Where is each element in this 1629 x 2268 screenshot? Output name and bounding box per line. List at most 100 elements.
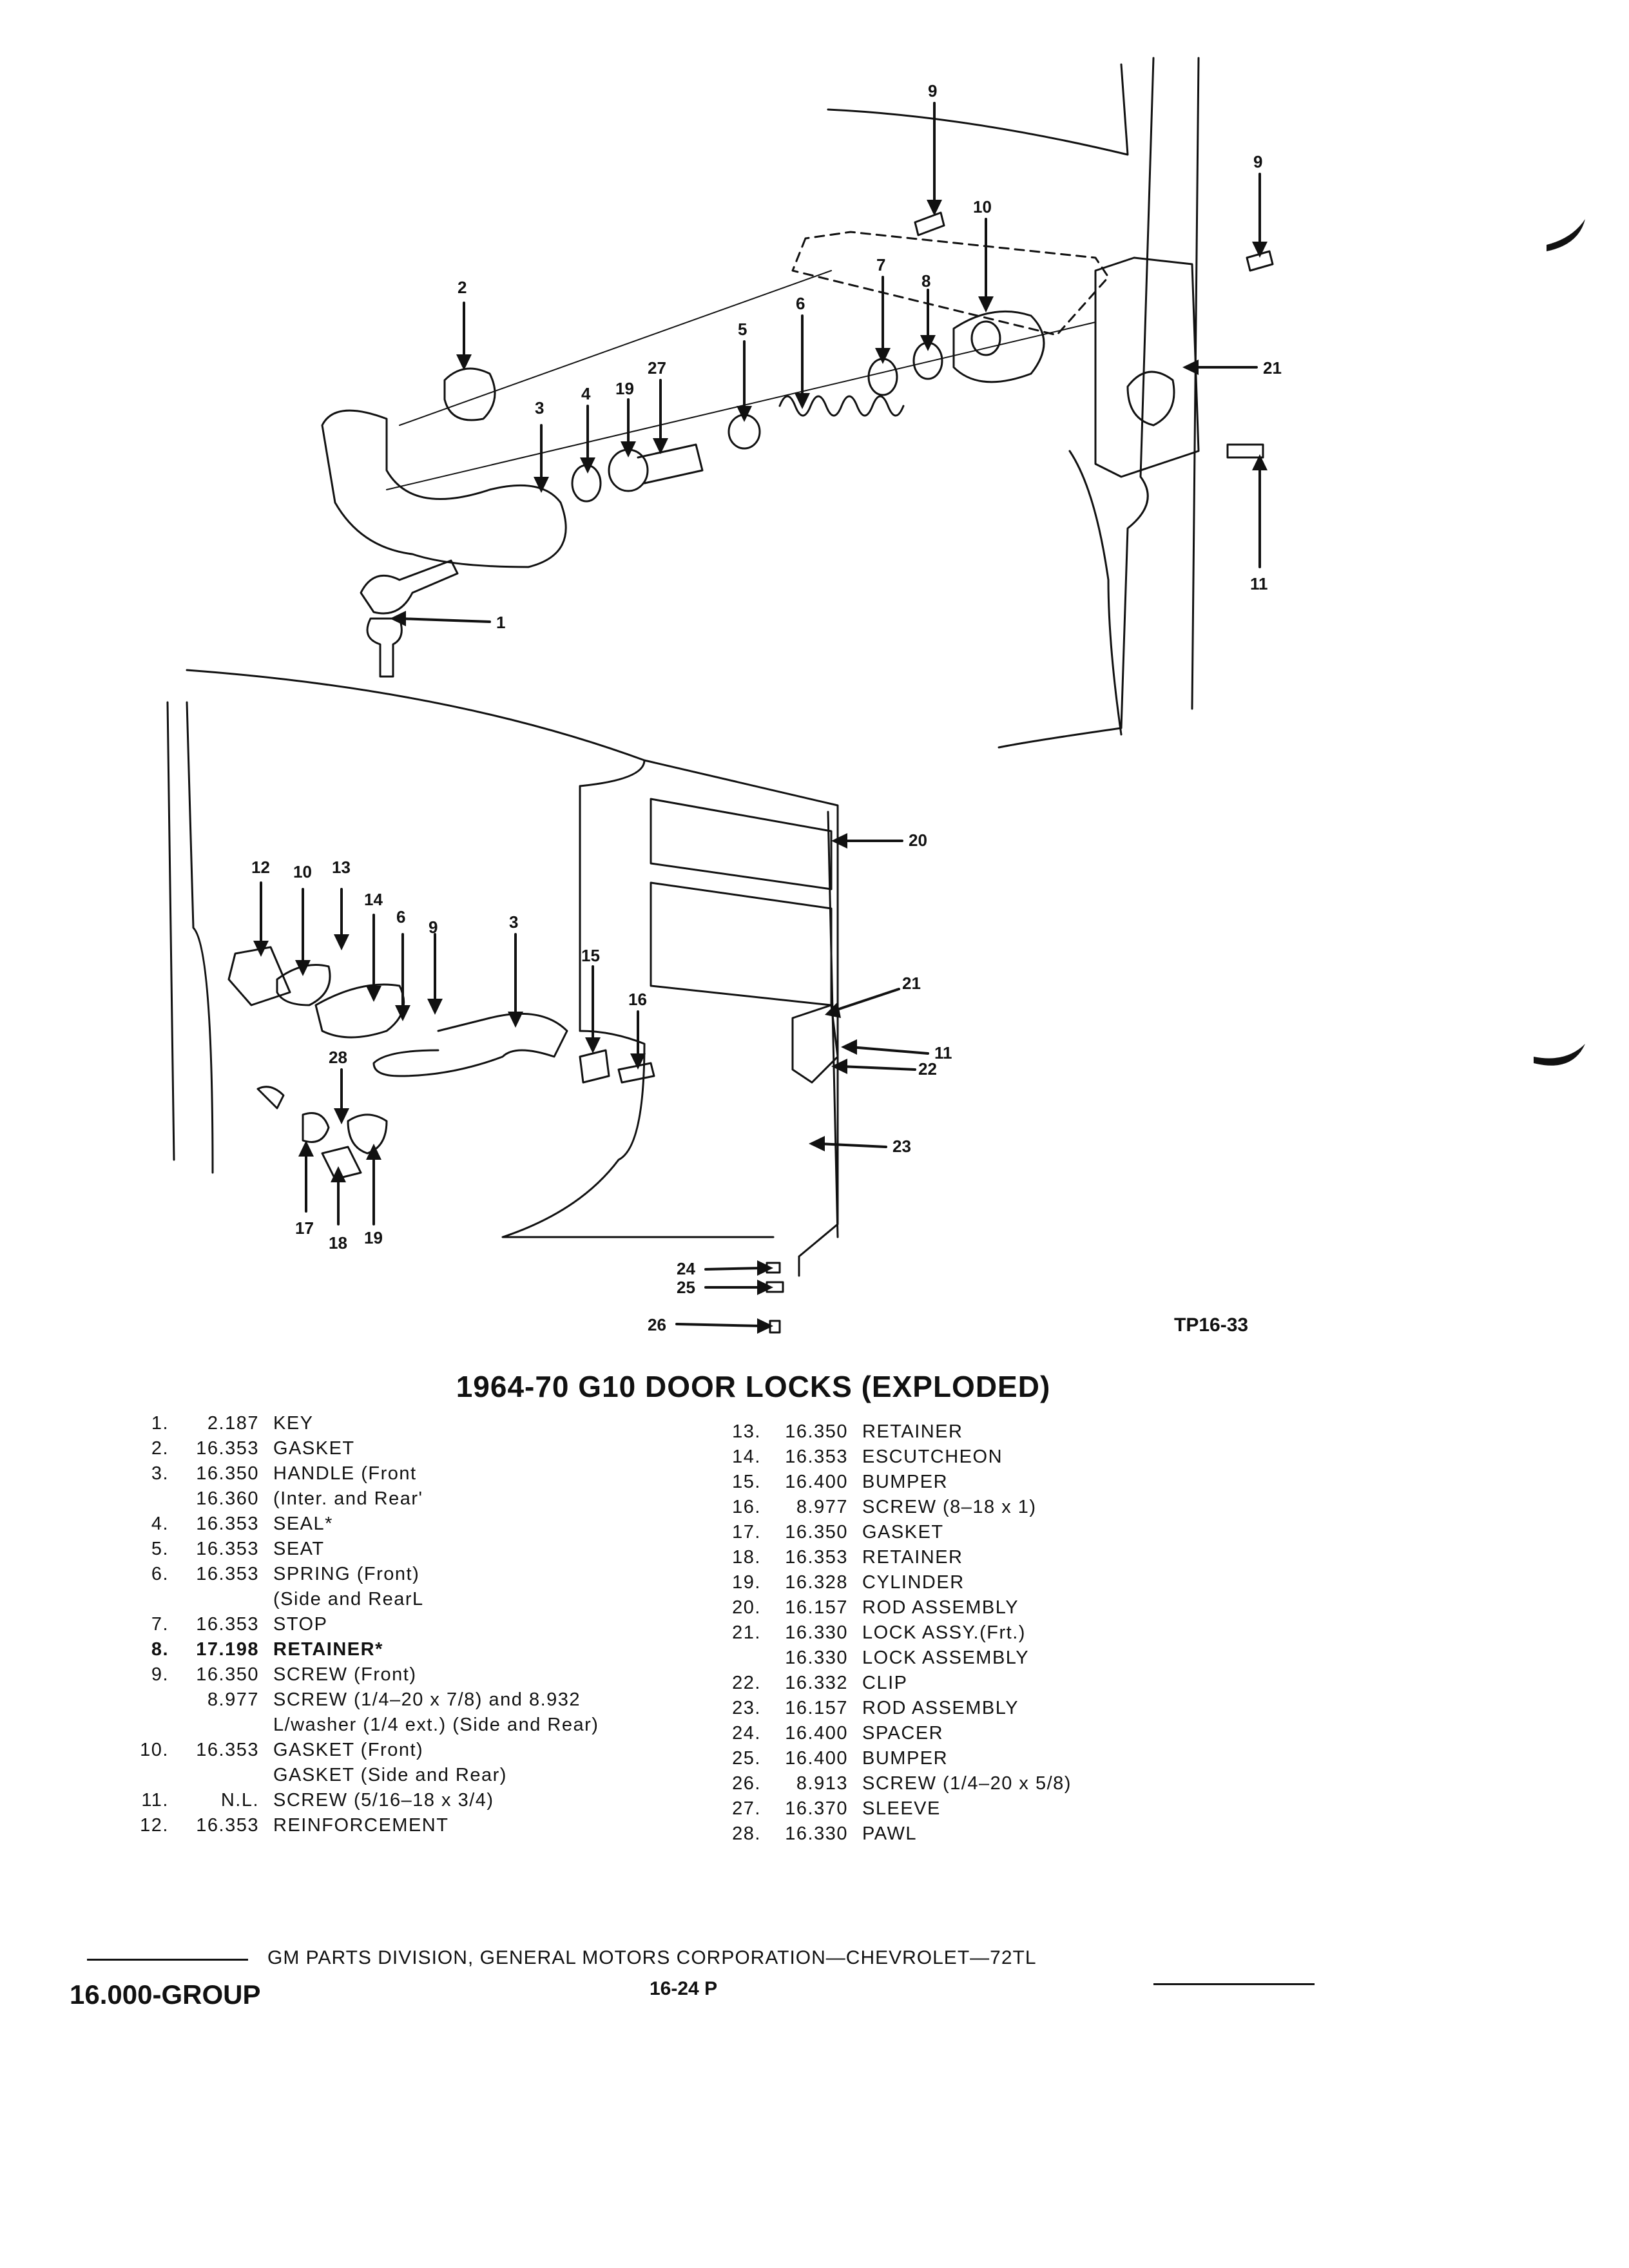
part-number: 26. [732,1773,761,1794]
page-edge-mark [1534,1044,1585,1066]
callout-3: 3 [509,912,518,932]
parts-list-row: GASKET (Side and Rear) [122,1763,599,1788]
part-description: HANDLE (Front [273,1463,417,1484]
part-group-code: 16.400 [785,1472,848,1492]
stop-7 [867,358,898,396]
handle-upper [321,409,567,568]
page-edge-mark [1547,219,1585,251]
part-description: CLIP [862,1673,908,1693]
part-description: GASKET [862,1522,944,1542]
part-group-code: 16.360 [196,1488,259,1509]
lock-assembly-lower [791,1004,839,1084]
part-description: GASKET (Side and Rear) [273,1765,507,1785]
part-group-code: 16.332 [785,1673,848,1693]
leader-arrows [260,102,1261,1327]
van-body-outline [166,669,775,1238]
part-group-code: 16.353 [196,1438,259,1459]
part-description: CYLINDER [862,1572,965,1593]
part-number: 3. [151,1463,169,1484]
part-description: SPACER [862,1723,944,1744]
gasket-2 [443,367,496,421]
part-description: SCREW (1/4–20 x 5/8) [862,1773,1072,1794]
callout-25: 25 [677,1278,695,1297]
part-group-code: 8.977 [796,1497,848,1517]
part-group-code: 16.353 [196,1564,259,1584]
part-description: ESCUTCHEON [862,1446,1003,1467]
callout-11: 11 [1250,574,1268,593]
parts-list-row: 11.N.L.SCREW (5/16–18 x 3/4) [122,1788,599,1813]
parts-list-row: L/washer (1/4 ext.) (Side and Rear) [122,1713,599,1738]
spring-6 [778,395,905,417]
part-group-code: 16.350 [196,1463,259,1484]
part-group-code: 16.400 [785,1748,848,1769]
part-description: SEAT [273,1539,325,1559]
part-description: SCREW (Front) [273,1664,417,1685]
part-group-code: 16.350 [785,1421,848,1442]
part-number: 12. [140,1815,169,1836]
part-description: LOCK ASSEMBLY [862,1648,1030,1668]
part-group-code [169,1763,259,1788]
callout-12: 12 [251,858,270,877]
bumper-15 [579,1049,610,1084]
exploded-diagram: 9 9 10 2 7 8 6 5 27 19 4 3 21 11 1 12 10… [166,57,1585,1334]
part-group-code: 17.198 [196,1639,259,1660]
parts-list-row: 3. 16.350 HANDLE (Front [122,1461,599,1486]
part-number: 5. [151,1539,169,1559]
screw-26 [769,1320,781,1334]
part-number [122,1713,169,1738]
part-group-code: 16.353 [785,1547,848,1568]
part-group-code: 16.353 [196,1740,259,1760]
pawl-28 [302,1112,330,1143]
callout-6: 6 [396,907,405,927]
part-description: ROD ASSEMBLY [862,1698,1019,1718]
gasket-10 [952,310,1045,383]
callout-22: 22 [918,1059,937,1079]
part-description: RETAINER [862,1547,963,1568]
part-number: 2. [151,1438,169,1459]
part-group-code [169,1713,259,1738]
callout-24: 24 [677,1259,695,1278]
callout-19: 19 [364,1228,383,1247]
key-drawing [360,559,459,678]
part-description: RETAINER* [273,1639,383,1660]
part-number: 6. [151,1564,169,1584]
screw-16 [617,1062,655,1084]
callout-19: 19 [615,379,634,398]
part-number: 21. [732,1622,761,1643]
part-group-code [169,1587,259,1612]
part-description: GASKET [273,1438,355,1459]
figure-title: 1964-70 G10 DOOR LOCKS (EXPLODED) [0,1369,1629,1404]
part-number [122,1687,169,1713]
part-number: 20. [732,1597,761,1618]
part-group-code: 16.400 [785,1723,848,1744]
part-number: 13. [732,1421,761,1442]
part-number: 16. [732,1497,761,1517]
part-group-code: 16.157 [785,1597,848,1618]
callout-26: 26 [648,1315,666,1334]
callout-28: 28 [329,1048,347,1067]
part-group-code: 16.350 [196,1664,259,1685]
callout-9: 9 [928,81,937,101]
footer-corporation: GM PARTS DIVISION, GENERAL MOTORS CORPOR… [267,1947,1037,1968]
rear-door-window-lower [650,881,833,1006]
part-group-code: 8.977 [207,1689,259,1710]
part-number: 1. [151,1413,169,1434]
